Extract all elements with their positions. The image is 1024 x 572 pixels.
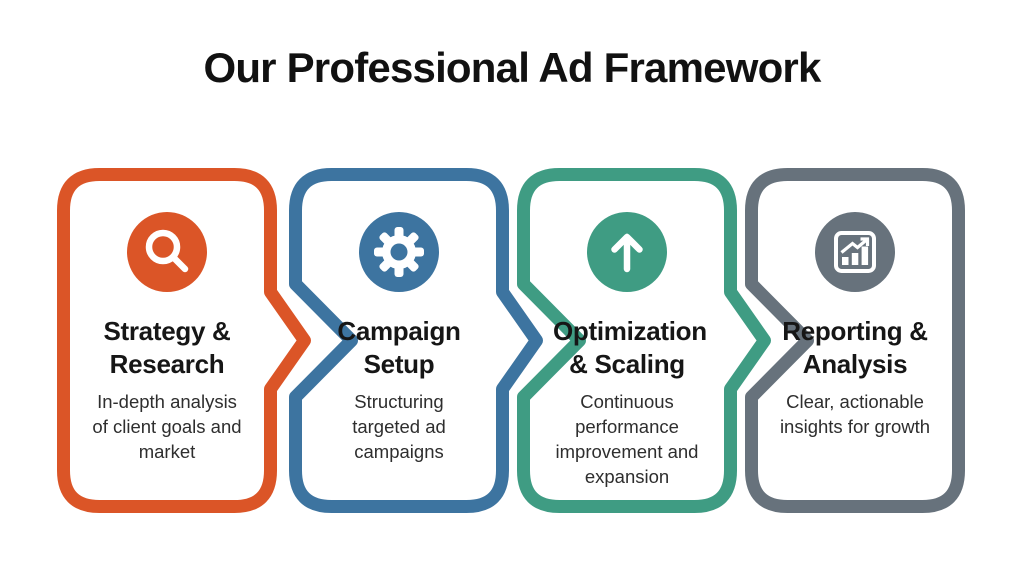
bar-chart-icon — [815, 212, 895, 292]
card-outline — [745, 168, 965, 513]
step-card-optimization-scaling: Optimization & Scaling Continuous perfor… — [517, 168, 787, 513]
step-description: Continuous performance improvement and e… — [555, 391, 699, 488]
step-title: Strategy & Research — [103, 316, 231, 380]
card-content: Campaign Setup Structuring targeted ad c… — [289, 168, 509, 513]
step-card-campaign-setup: Campaign Setup Structuring targeted ad c… — [289, 168, 559, 513]
step-description: Structuring targeted ad campaigns — [352, 391, 446, 463]
magnifier-icon — [127, 212, 207, 292]
step-card-strategy-research: Strategy & Research In-depth analysis of… — [57, 168, 327, 513]
card-arrow-outline — [57, 168, 311, 513]
step-card-reporting-analysis: Reporting & Analysis Clear, actionable i… — [745, 168, 1015, 513]
card-content: Reporting & Analysis Clear, actionable i… — [745, 168, 965, 513]
card-content: Strategy & Research In-depth analysis of… — [57, 168, 277, 513]
card-arrow-outline — [517, 168, 771, 513]
step-title: Campaign Setup — [337, 316, 461, 380]
step-title: Optimization & Scaling — [553, 316, 707, 380]
gear-icon — [359, 212, 439, 292]
card-arrow-outline — [289, 168, 543, 513]
step-description: In-depth analysis of client goals and ma… — [92, 391, 242, 463]
step-description: Clear, actionable insights for growth — [779, 391, 931, 438]
arrow-up-icon — [587, 212, 667, 292]
page-title: Our Professional Ad Framework — [203, 44, 821, 91]
step-title: Reporting & Analysis — [782, 316, 928, 380]
card-content: Optimization & Scaling Continuous perfor… — [517, 168, 737, 513]
